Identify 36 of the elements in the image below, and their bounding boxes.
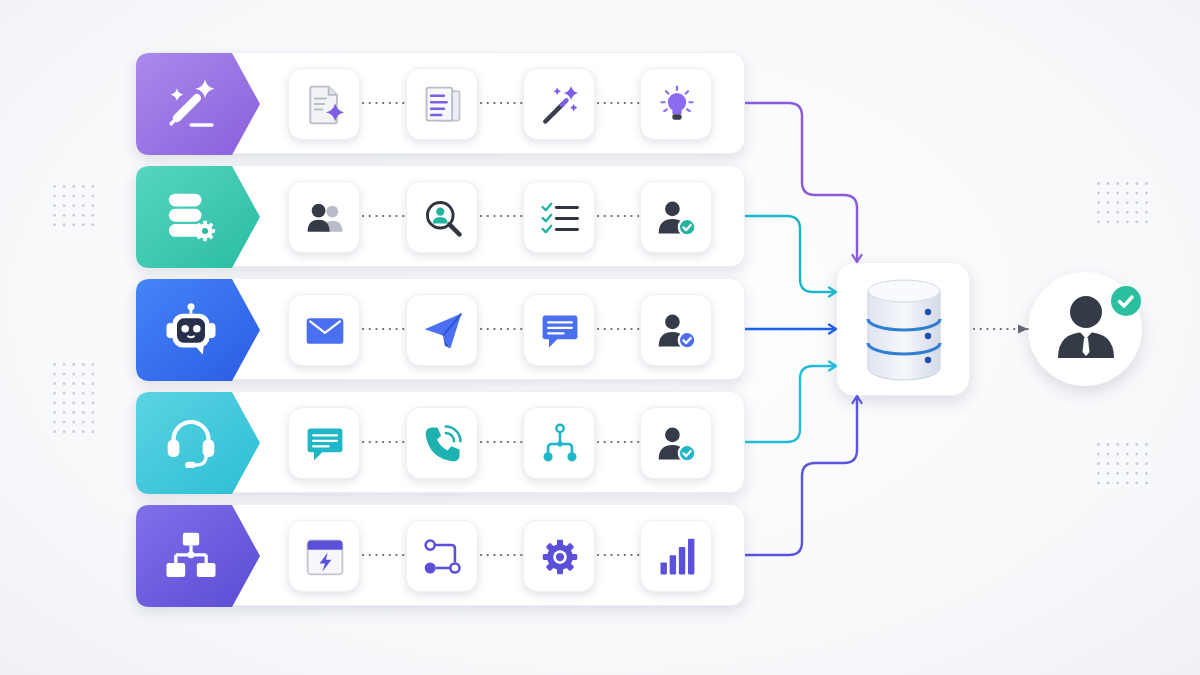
icon-tile: [288, 294, 360, 366]
arrow: [745, 394, 863, 557]
arrow: [745, 323, 838, 335]
icon-tile: [288, 407, 360, 479]
chevron-header: [136, 279, 260, 381]
icon-tile: [523, 294, 595, 366]
icon-tile: [640, 294, 712, 366]
lane-panel: [135, 165, 745, 267]
arrow: [745, 214, 838, 298]
icon-tile: [640, 181, 712, 253]
lane-panel: [135, 52, 745, 154]
icon-tile: [406, 407, 478, 479]
lane-panel: [135, 504, 745, 606]
icon-tile: [523, 520, 595, 592]
icon-tile: [523, 407, 595, 479]
chevron-header: [136, 392, 260, 494]
icon-tile: [523, 68, 595, 140]
arrow: [745, 360, 838, 444]
icon-tile: [406, 520, 478, 592]
icon-tile: [640, 407, 712, 479]
icon-tile: [288, 181, 360, 253]
icon-tile: [640, 520, 712, 592]
arrow: [745, 101, 863, 264]
icon-tile: [288, 520, 360, 592]
chevron-header: [136, 505, 260, 607]
icon-tile: [836, 262, 970, 396]
chevron-header: [136, 53, 260, 155]
icon-tile: [406, 294, 478, 366]
icon-tile: [640, 68, 712, 140]
icon-tile: [406, 68, 478, 140]
icon-tile: [406, 181, 478, 253]
lane-panel: [135, 391, 745, 493]
icon-tile: [523, 181, 595, 253]
lane-panel: [135, 278, 745, 380]
icon-tile: [288, 68, 360, 140]
chevron-header: [136, 166, 260, 268]
